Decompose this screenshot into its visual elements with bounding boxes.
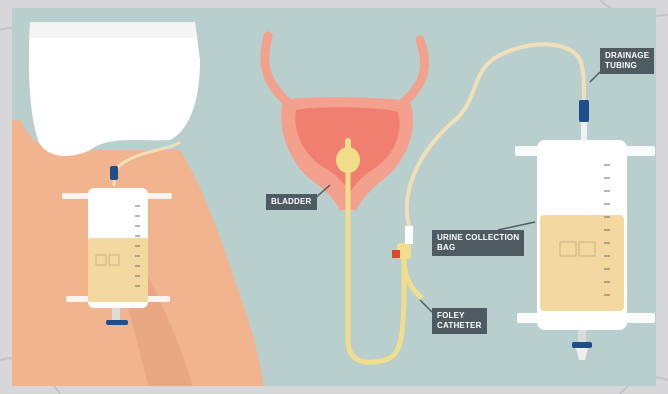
drain-valve-icon bbox=[572, 342, 592, 348]
label-line: CATHETER bbox=[437, 321, 482, 331]
urine-collection-bag-label: URINE COLLECTION BAG bbox=[432, 230, 524, 256]
bag-urine-level bbox=[540, 215, 624, 311]
drainage-tubing-label: DRAINAGE TUBING bbox=[600, 48, 654, 74]
bag-outlet bbox=[578, 330, 586, 342]
tubing-inlet bbox=[581, 122, 587, 142]
leg-bag-urine bbox=[88, 238, 148, 302]
bladder-label: BLADDER bbox=[266, 194, 317, 210]
label-line: FOLEY bbox=[437, 311, 482, 321]
valve-red-icon bbox=[392, 250, 400, 258]
label-line: BAG bbox=[437, 243, 519, 253]
tubing-connector bbox=[405, 226, 413, 244]
foley-catheter-label: FOLEY CATHETER bbox=[432, 308, 487, 334]
connector-icon bbox=[579, 100, 589, 122]
underwear-waistband bbox=[30, 22, 196, 38]
drain-valve-icon bbox=[106, 320, 128, 325]
label-line: URINE COLLECTION bbox=[437, 233, 519, 243]
underwear bbox=[29, 22, 200, 156]
leg-bag-outlet bbox=[112, 308, 120, 320]
label-line: TUBING bbox=[605, 61, 649, 71]
label-line: DRAINAGE bbox=[605, 51, 649, 61]
connector-icon bbox=[110, 166, 118, 180]
label-line: BLADDER bbox=[271, 197, 312, 207]
catheter-tip bbox=[345, 138, 351, 152]
